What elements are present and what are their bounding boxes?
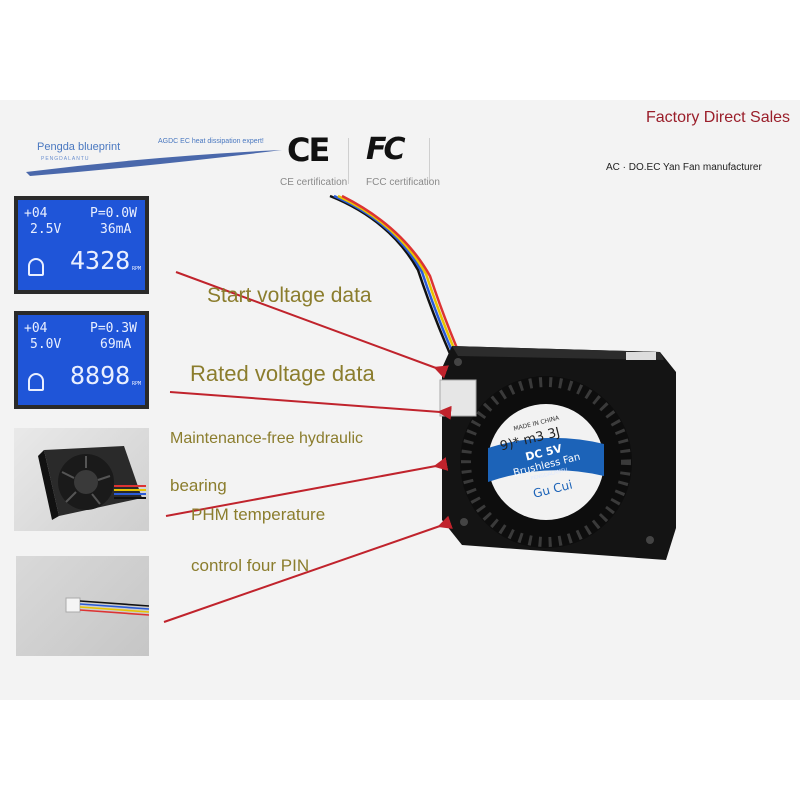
brand-name: Pengda blueprint [37, 141, 121, 153]
meter-voltage: 5.0V [30, 337, 62, 352]
fcc-logo: FC [366, 132, 405, 167]
meter-power: P=0.0W [90, 206, 137, 221]
small-fan-icon [38, 446, 146, 520]
brand-tagline: AGDC EC heat dissipation expert! [158, 138, 264, 145]
meter-rpm-unit: RPM [132, 266, 142, 272]
fan-symbol-icon [28, 373, 44, 391]
arrow-rated-voltage [169, 391, 452, 420]
cert-divider [429, 138, 430, 184]
cert-divider [348, 138, 349, 184]
meter-voltage: 2.5V [30, 222, 62, 237]
fcc-certification-label: FCC certification [366, 177, 440, 188]
arrow-four-pin [163, 515, 453, 623]
manufacturer-line: AC · DO.EC Yan Fan manufacturer [606, 162, 762, 173]
bearing-label-line1: Maintenance-free hydraulic [170, 430, 363, 447]
meter-rpm-unit: RPM [132, 381, 142, 387]
top-white-band [0, 0, 800, 100]
ce-certification-label: CE certification [280, 177, 348, 188]
four-pin-connector-icon [65, 597, 150, 616]
meter-rpm: 4328 [70, 246, 131, 275]
factory-direct-sales: Factory Direct Sales [646, 109, 791, 126]
meter-current: 36mA [100, 222, 132, 237]
meter-channel: +04 [24, 206, 48, 221]
ce-logo: CE [287, 131, 330, 169]
brand-swoosh-graphic [26, 150, 282, 176]
blower-fan-body [439, 346, 676, 560]
pwm-label-line1: PHM temperature [191, 505, 326, 524]
brand-subtitle: PENGDALANTU [41, 156, 90, 162]
callout-arrows [163, 271, 453, 623]
meter-channel: +04 [24, 321, 48, 336]
arrow-start-voltage [175, 271, 449, 379]
rated-voltage-label: Rated voltage data [190, 361, 375, 386]
bottom-white-band [0, 700, 800, 800]
meter-current: 69mA [100, 337, 132, 352]
meter-power: P=0.3W [90, 321, 137, 336]
fan-symbol-icon [28, 258, 44, 276]
bearing-label-line2: bearing [170, 476, 227, 495]
connector-photo [16, 556, 150, 656]
start-voltage-label: Start voltage data [207, 284, 372, 307]
start-voltage-meter: +04 P=0.0W 2.5V 36mA 4328 RPM [14, 196, 149, 294]
arrow-bearing [165, 457, 449, 517]
pwm-label-line2: control four PIN [191, 556, 310, 575]
rated-voltage-meter: +04 P=0.3W 5.0V 69mA 8898 RPM [14, 311, 149, 409]
meter-rpm: 8898 [70, 361, 131, 390]
bearing-fan-photo [14, 428, 149, 531]
